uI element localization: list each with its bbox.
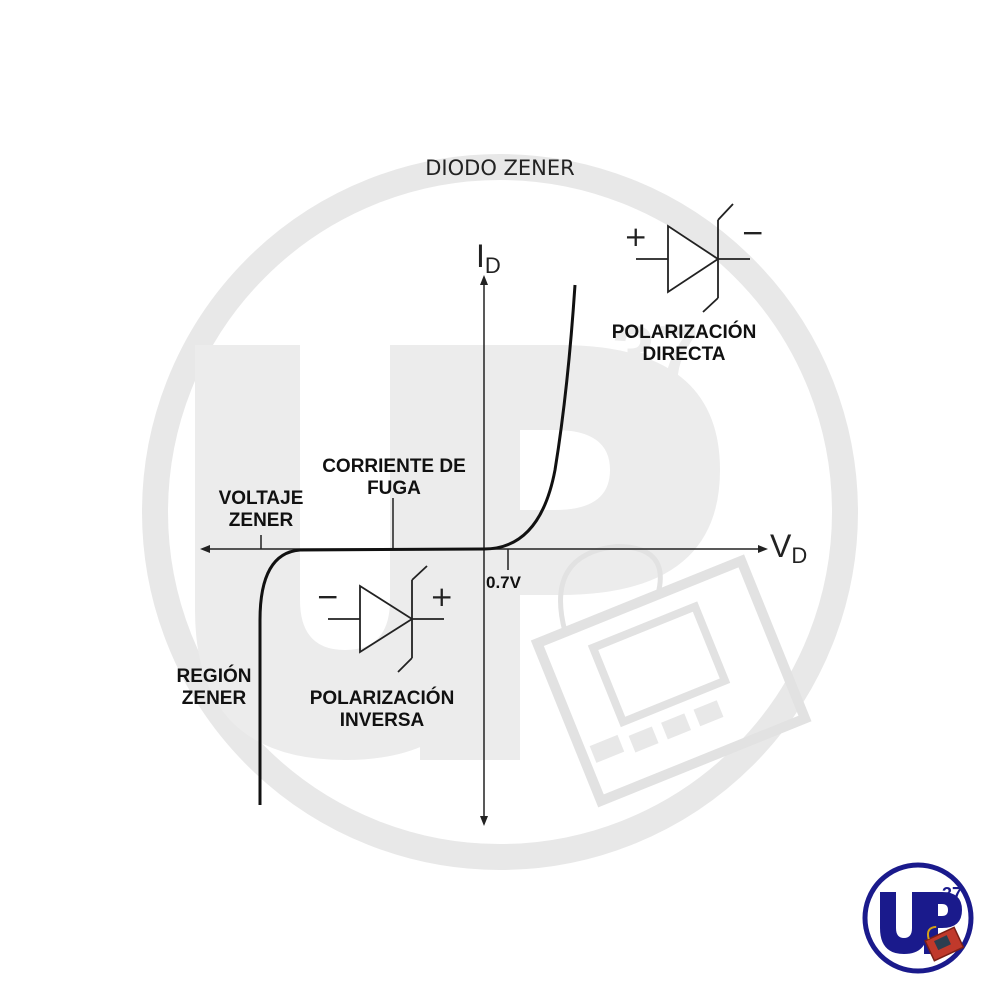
watermark-board bbox=[530, 543, 812, 808]
x-axis-arrow-left bbox=[200, 545, 210, 553]
y-axis-arrow-bottom bbox=[480, 816, 488, 826]
y-axis-label: ID bbox=[476, 238, 501, 278]
watermark-number: 37 bbox=[612, 309, 699, 397]
logo-number: 37 bbox=[942, 884, 963, 904]
leakage-label: CORRIENTE DE FUGA bbox=[322, 456, 466, 499]
watermark-letters bbox=[195, 345, 720, 760]
reverse-bias-label: POLARIZACIÓN INVERSA bbox=[309, 688, 455, 731]
zener-voltage-label: VOLTAJE ZENER bbox=[218, 488, 304, 531]
reverse-minus-sign: − bbox=[316, 580, 340, 613]
forward-minus-sign: − bbox=[741, 216, 765, 249]
iv-curve bbox=[258, 284, 577, 805]
reverse-zener-symbol bbox=[328, 565, 444, 673]
forward-plus-sign: + bbox=[624, 220, 648, 253]
reverse-plus-sign: + bbox=[430, 580, 454, 613]
forward-bias-label: POLARIZACIÓN DIRECTA bbox=[611, 322, 757, 365]
threshold-label: 0.7V bbox=[486, 573, 521, 592]
forward-zener-symbol bbox=[636, 203, 750, 313]
y-axis-arrow-top bbox=[480, 275, 488, 285]
watermark-ring bbox=[142, 154, 858, 870]
x-axis-arrow-right bbox=[758, 545, 768, 553]
diagram-title: DIODO ZENER bbox=[425, 156, 575, 180]
logo-board-icon bbox=[924, 925, 965, 962]
zener-region-label: REGIÓN ZENER bbox=[176, 666, 252, 709]
brand-logo bbox=[862, 862, 974, 974]
x-axis-label: VD bbox=[770, 528, 808, 568]
